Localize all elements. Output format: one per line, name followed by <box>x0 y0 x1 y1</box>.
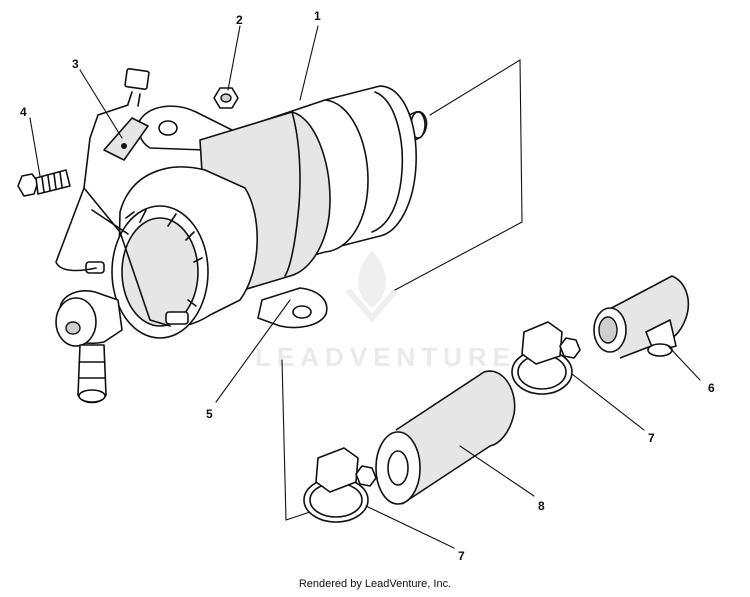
hose-clamp-upper <box>511 321 581 395</box>
fuel-pump-body <box>55 85 428 404</box>
callout-3: 3 <box>72 57 79 71</box>
callout-leaders <box>29 25 701 549</box>
hex-bolt <box>17 169 71 197</box>
callout-8: 8 <box>538 499 545 513</box>
hex-nut <box>213 87 239 109</box>
hose-clamp-lower <box>303 447 377 523</box>
callout-labels: 1 2 3 4 5 6 7 7 8 <box>20 9 715 563</box>
callout-2: 2 <box>236 13 243 27</box>
callout-5: 5 <box>206 407 213 421</box>
elbow-fitting <box>593 275 690 359</box>
callout-6: 6 <box>708 381 715 395</box>
watermark-text: LEADVENTURE <box>255 342 516 372</box>
callout-7-lower: 7 <box>458 549 465 563</box>
callout-4: 4 <box>20 105 27 119</box>
callout-1: 1 <box>314 9 321 23</box>
leadventure-watermark: LEADVENTURE <box>255 250 516 372</box>
rendered-by-footer: Rendered by LeadVenture, Inc. <box>298 578 452 590</box>
callout-7-upper: 7 <box>648 431 655 445</box>
fuel-line-hose <box>375 370 516 505</box>
wire-harness <box>55 68 171 327</box>
